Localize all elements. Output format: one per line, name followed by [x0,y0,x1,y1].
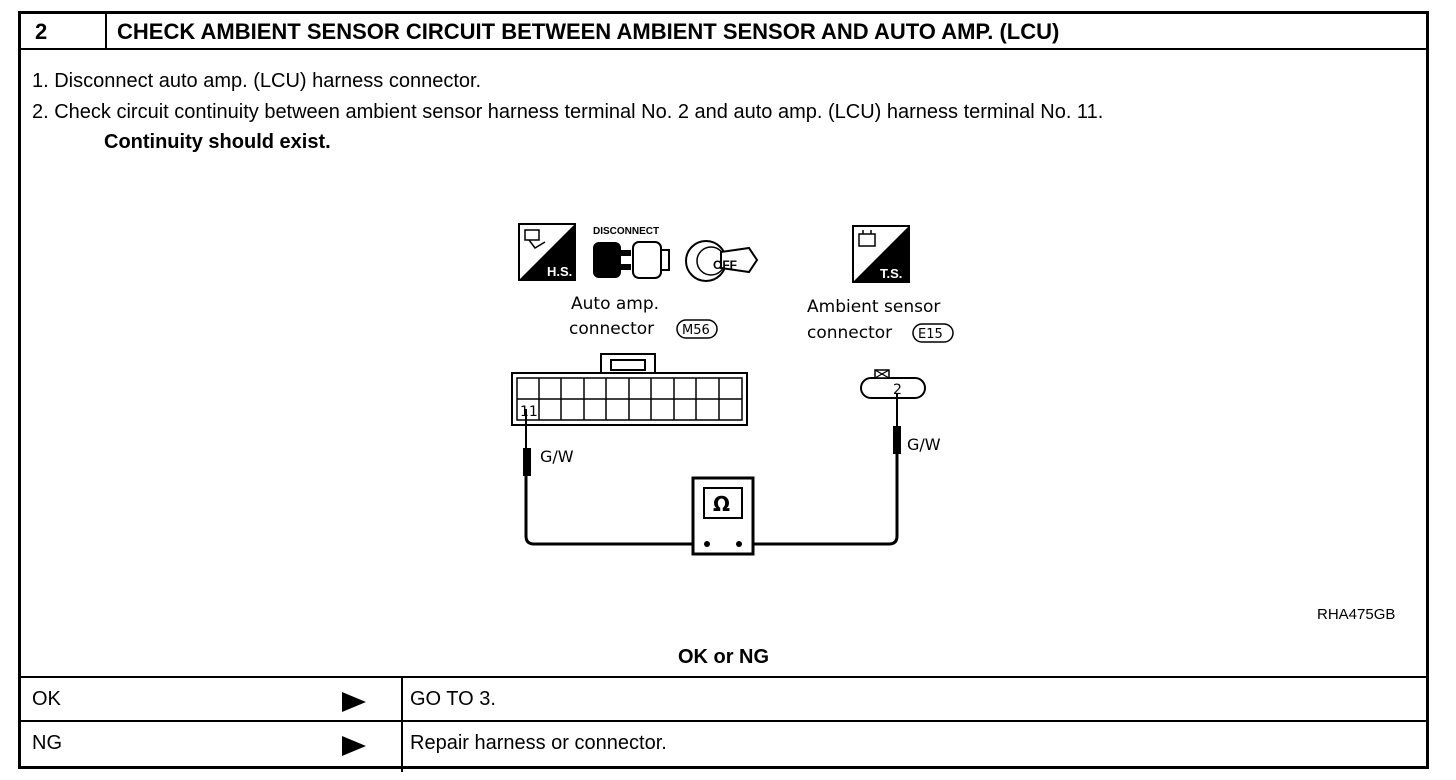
header-bottom-rule [21,48,1426,50]
terminal-2-label: 2 [893,382,902,398]
disconnect-icon: DISCONNECT [593,226,670,279]
hand-sensor-icon: H.S. [518,223,576,281]
svg-text:OFF: OFF [713,258,737,272]
arrow-right-icon [342,692,366,712]
procedure-table: 2 CHECK AMBIENT SENSOR CIRCUIT BETWEEN A… [18,11,1429,772]
wire-color-right: G/W [907,435,941,454]
auto-amp-label-line2: connector [569,319,654,339]
result-divider [401,676,403,772]
instruction-step-1: 1. Disconnect auto amp. (LCU) harness co… [32,70,482,92]
arrow-right-icon [342,736,366,756]
result-ok-label: OK [32,688,61,710]
ohmmeter-icon: Ω [691,476,755,556]
auto-amp-connector-code: M56 [682,323,710,338]
ambient-label-line1: Ambient sensor [807,297,940,317]
svg-text:Ω: Ω [713,492,730,516]
result-ng-action: Repair harness or connector. [410,732,667,754]
continuity-diagram: H.S. DISCONNECT OFF T.S. Auto amp. [511,223,1395,623]
ambient-label-line2: connector [807,323,892,343]
terminal-11-label: 11 [520,404,538,420]
wire-color-left: G/W [540,447,574,466]
result-ok-action: GO TO 3. [410,688,496,710]
test-sensor-icon: T.S. [852,225,910,283]
figure-code: RHA475GB [1317,606,1395,623]
result-top-rule [21,676,1426,678]
auto-amp-label-line1: Auto amp. [571,294,659,314]
result-middle-rule [21,720,1426,722]
instruction-step-2: 2. Check circuit continuity between ambi… [32,101,1104,123]
svg-text:H.S.: H.S. [547,264,572,279]
header-divider [105,14,107,48]
ignition-off-icon: OFF [685,240,759,282]
step-title: CHECK AMBIENT SENSOR CIRCUIT BETWEEN AMB… [117,19,1060,44]
ambient-sensor-connector: 2 [860,369,926,399]
result-heading: OK or NG [677,646,770,668]
continuity-requirement: Continuity should exist. [104,131,331,153]
ambient-connector-code: E15 [918,327,943,342]
result-ng-label: NG [32,732,62,754]
step-number: 2 [35,19,48,44]
svg-text:T.S.: T.S. [880,266,902,281]
auto-amp-connector: 11 [511,353,748,426]
svg-text:DISCONNECT: DISCONNECT [593,226,659,237]
